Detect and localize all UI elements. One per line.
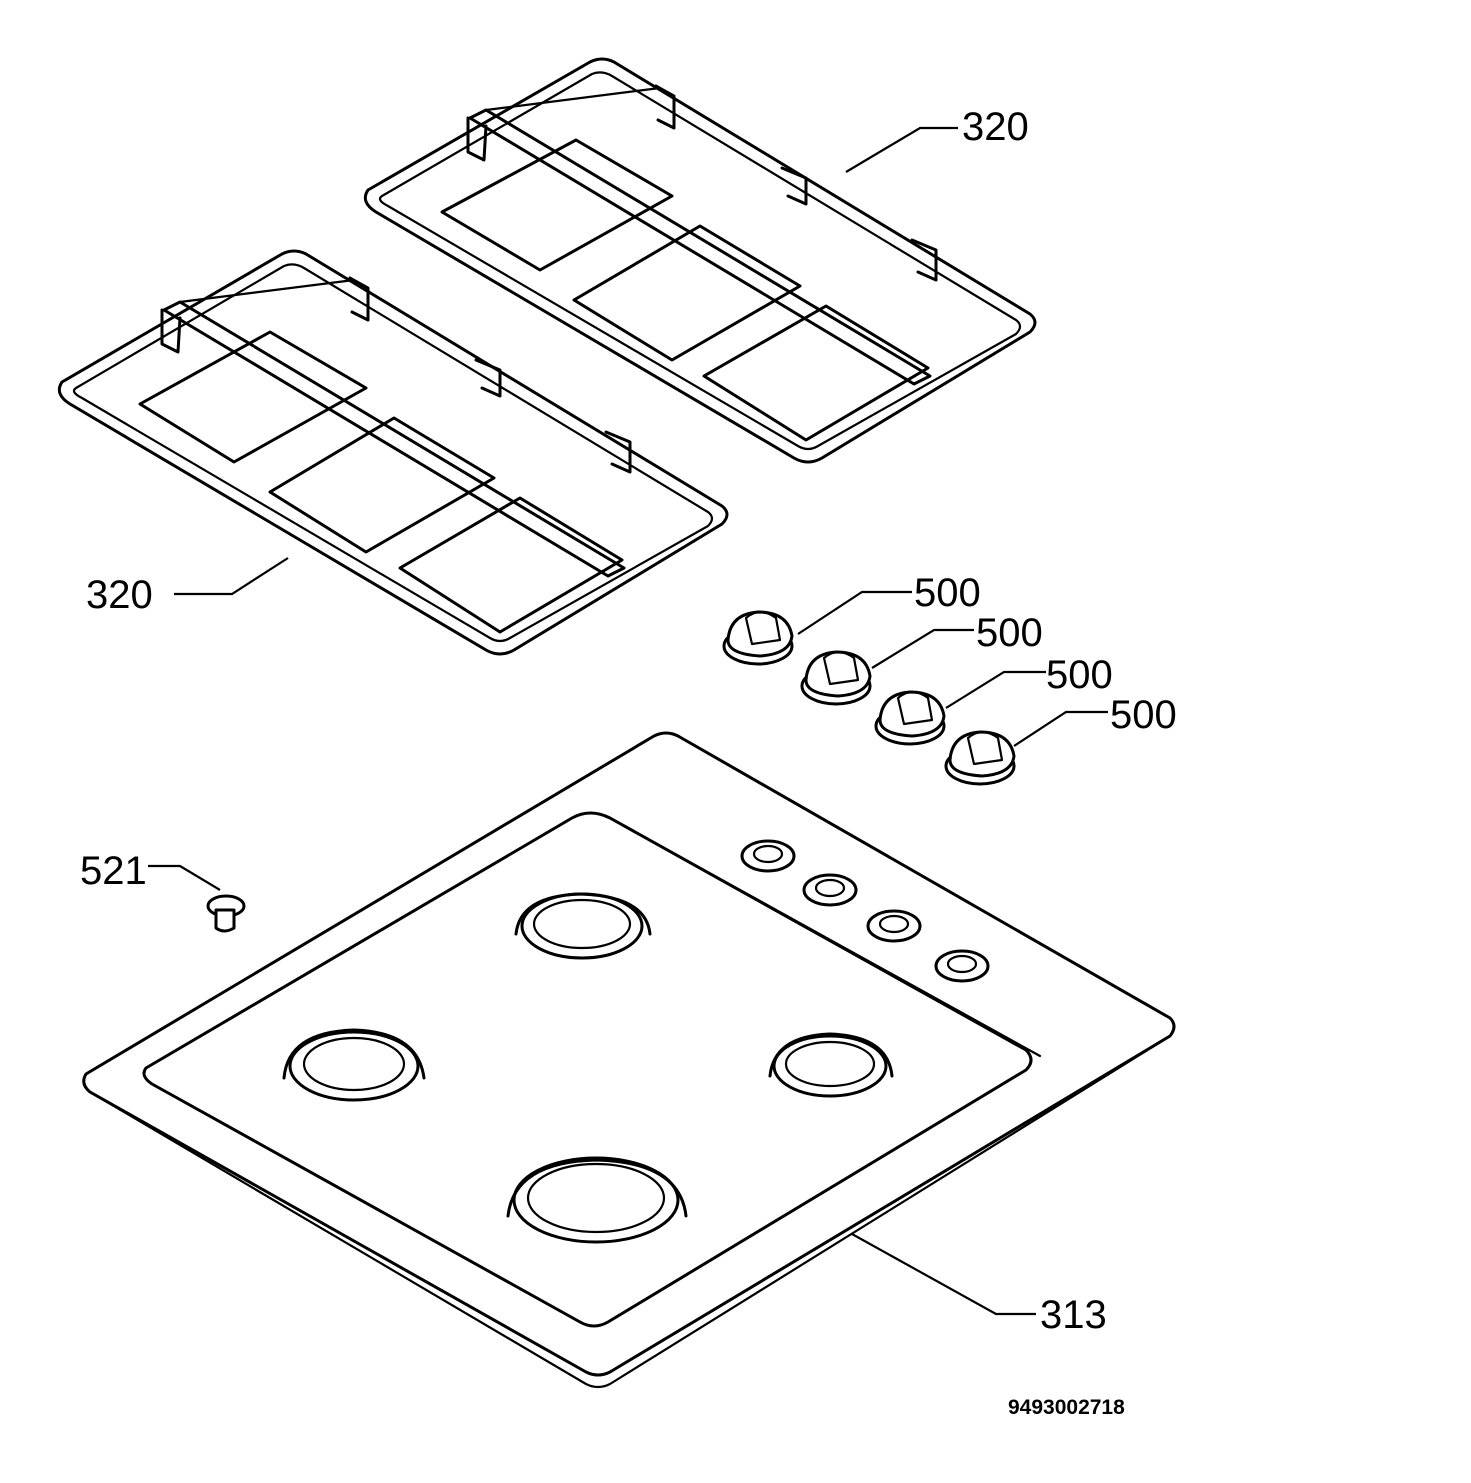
label-313: 313 [1040,1293,1107,1337]
burner-right [768,1032,894,1098]
label-500-2: 500 [976,611,1043,655]
label-500-4: 500 [1110,693,1177,737]
drawing-number: 9493002718 [1008,1396,1125,1419]
label-320-left: 320 [86,573,153,617]
burner-rear [514,892,652,960]
hob-top [82,731,1176,1389]
label-521: 521 [80,849,147,893]
label-500-3: 500 [1046,653,1113,697]
knob-4 [944,730,1016,786]
screw [206,894,246,933]
burner-left [282,1028,426,1102]
leader-lines [148,126,1108,1316]
knob-2 [800,650,872,706]
label-320-top: 320 [962,105,1029,149]
label-500-1: 500 [914,571,981,615]
knob-3 [874,690,946,746]
burner-front [506,1156,688,1244]
pan-support-top [363,57,1037,464]
knob-1 [722,610,794,666]
pan-support-left [57,249,729,656]
